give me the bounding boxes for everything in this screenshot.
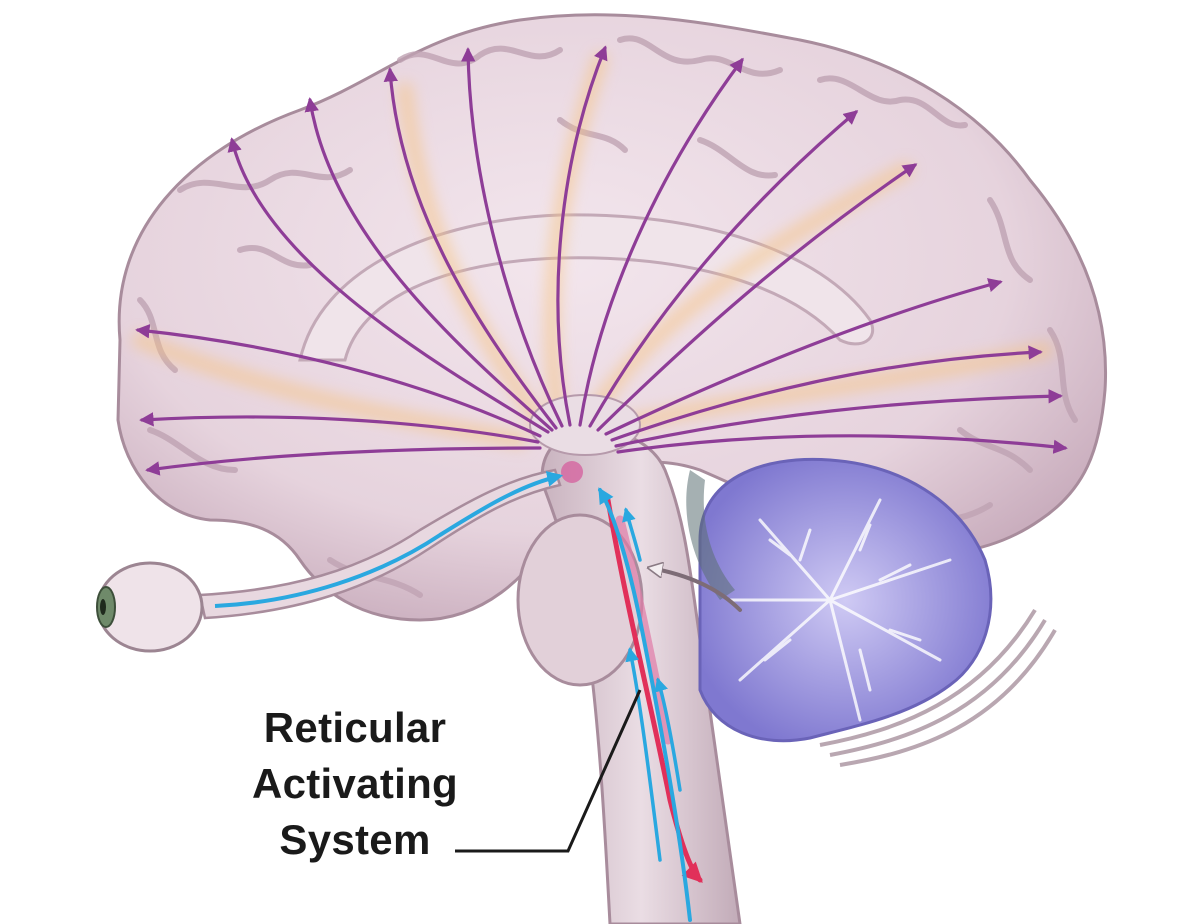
tentorium-ridges <box>819 608 1057 767</box>
ascending-pathway <box>598 487 692 922</box>
projection-arrow <box>578 57 744 427</box>
projection-arrow <box>556 45 608 427</box>
label-line-1: Reticular <box>263 704 447 751</box>
projection-arrow <box>460 47 564 428</box>
projection-arrow <box>614 389 1063 448</box>
ascending-pathway <box>625 647 662 862</box>
descending-pathway <box>605 497 703 883</box>
projection-arrow <box>227 137 550 434</box>
cerebellum <box>686 457 993 743</box>
projection-arrow <box>616 434 1068 454</box>
label-line-2: Activating <box>251 760 459 807</box>
label-leader-line <box>455 689 642 853</box>
cerebellar-input-arrow <box>650 568 742 612</box>
optic-pathway-arrow <box>214 471 564 608</box>
projection-arrow <box>135 324 542 438</box>
ascending-pathway <box>622 507 642 562</box>
ascending-pathway <box>654 677 682 792</box>
projection-arrow <box>596 163 918 432</box>
hypothalamic-nucleus <box>561 461 583 483</box>
projection-arrow <box>139 412 540 444</box>
projection-arrow <box>145 446 542 476</box>
eye-icon <box>96 561 204 653</box>
reticular-activating-system-label: Reticular Activating System <box>205 700 505 868</box>
descending-pathway <box>615 515 673 745</box>
projection-arrow <box>383 67 558 430</box>
projection-arrow <box>304 97 554 432</box>
projection-arrow <box>604 278 1003 436</box>
cortical-projections <box>135 45 1068 476</box>
projection-arrow <box>610 345 1043 442</box>
label-line-3: System <box>279 816 431 863</box>
projection-arrow <box>588 110 859 428</box>
reticular-pathways <box>598 487 742 922</box>
